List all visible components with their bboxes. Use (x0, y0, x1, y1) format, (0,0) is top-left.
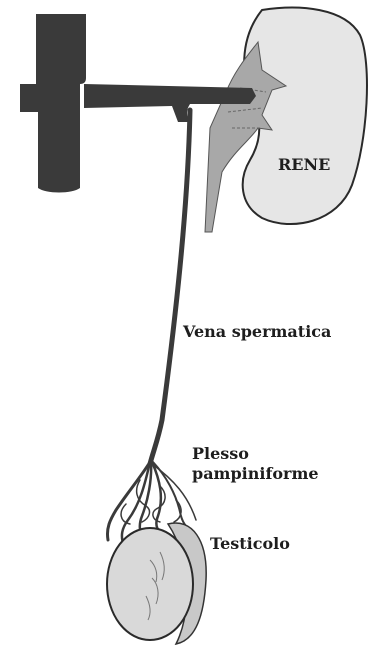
label-kidney: RENE (278, 155, 330, 174)
vena-cava (20, 14, 86, 193)
label-spermatic-vein: Vena spermatica (182, 322, 331, 341)
label-testicle: Testicolo (210, 534, 290, 553)
spermatic-vein (150, 110, 190, 464)
testicle (107, 528, 193, 640)
label-pampiniform-plexus-line1: Plesso (192, 444, 249, 463)
label-pampiniform-plexus-line2: pampiniforme (192, 464, 319, 483)
